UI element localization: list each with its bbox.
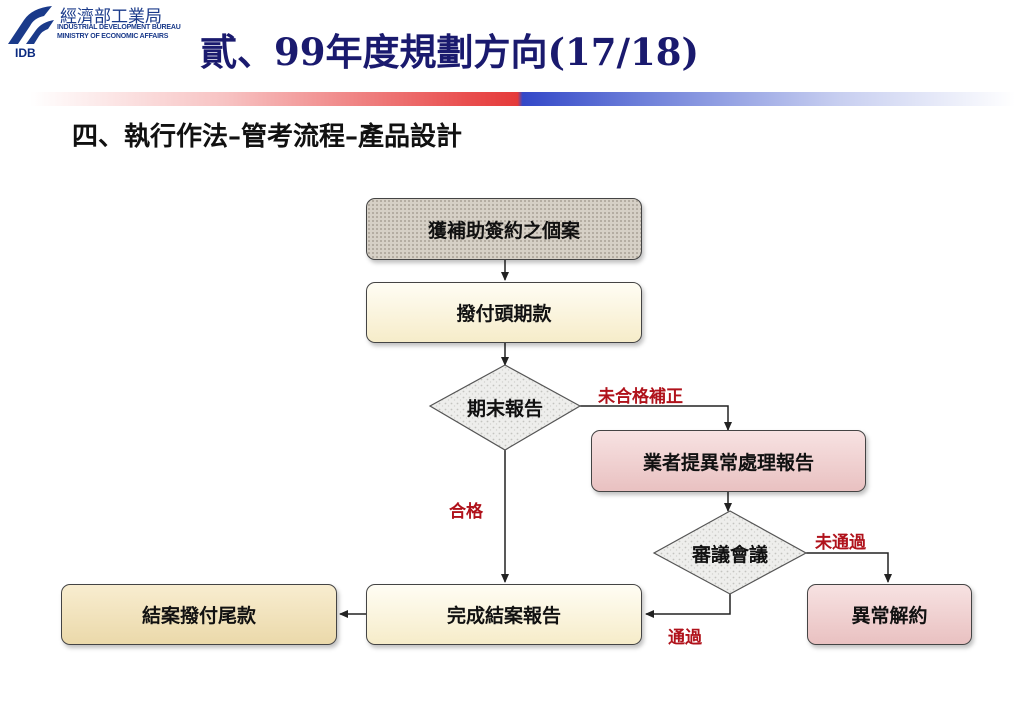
- node-final-payment: 結案撥付尾款: [61, 584, 337, 645]
- node-terminate-label: 異常解約: [851, 605, 928, 627]
- title-divider-bar: [30, 92, 1015, 106]
- edge-label-passed: 通過: [668, 628, 702, 648]
- org-name-en-2: MINISTRY OF ECONOMIC AFFAIRS: [57, 33, 169, 40]
- node-closing-report: 完成結案報告: [366, 584, 642, 645]
- node-final-payment-label: 結案撥付尾款: [141, 605, 256, 627]
- node-first-payment: 撥付頭期款: [366, 282, 642, 343]
- node-abnormal-report: 業者提異常處理報告: [591, 430, 866, 492]
- edge-label-not-qualified-fix: 未合格補正: [598, 387, 683, 407]
- review-meeting-diamond: [652, 510, 808, 595]
- section-subtitle: 四、執行作法–管考流程–產品設計: [72, 122, 463, 152]
- edge-label-not-passed: 未通過: [815, 533, 866, 553]
- org-name-en-1: INDUSTRIAL DEVELOPMENT BUREAU: [57, 24, 181, 31]
- page-title: 貳、99年度規劃方向(17/18): [200, 30, 699, 74]
- edge-label-qualified: 合格: [449, 502, 483, 522]
- node-first-payment-label: 撥付頭期款: [456, 303, 552, 325]
- final-report-diamond: [428, 364, 582, 451]
- node-closing-report-label: 完成結案報告: [446, 605, 561, 627]
- node-start-label: 獲補助簽約之個案: [427, 219, 580, 242]
- node-final-report-label: 期末報告: [466, 397, 543, 420]
- edge-review-to-terminate: [806, 552, 892, 583]
- edge-review-to-closing-report: [645, 594, 731, 618]
- node-abnormal-report-label: 業者提異常處理報告: [642, 451, 814, 474]
- node-review-meeting-label: 審議會議: [691, 543, 768, 566]
- idb-logo: 經濟部工業局 INDUSTRIAL DEVELOPMENT BUREAU MIN…: [0, 0, 200, 64]
- org-name-cn: 經濟部工業局: [60, 7, 162, 27]
- edge-final-report-to-abnormal-report: [580, 405, 732, 431]
- node-start: 獲補助簽約之個案: [366, 198, 642, 260]
- idb-logo-mark-icon: [8, 6, 54, 44]
- org-abbr: IDB: [15, 46, 36, 60]
- node-terminate: 異常解約: [807, 584, 972, 645]
